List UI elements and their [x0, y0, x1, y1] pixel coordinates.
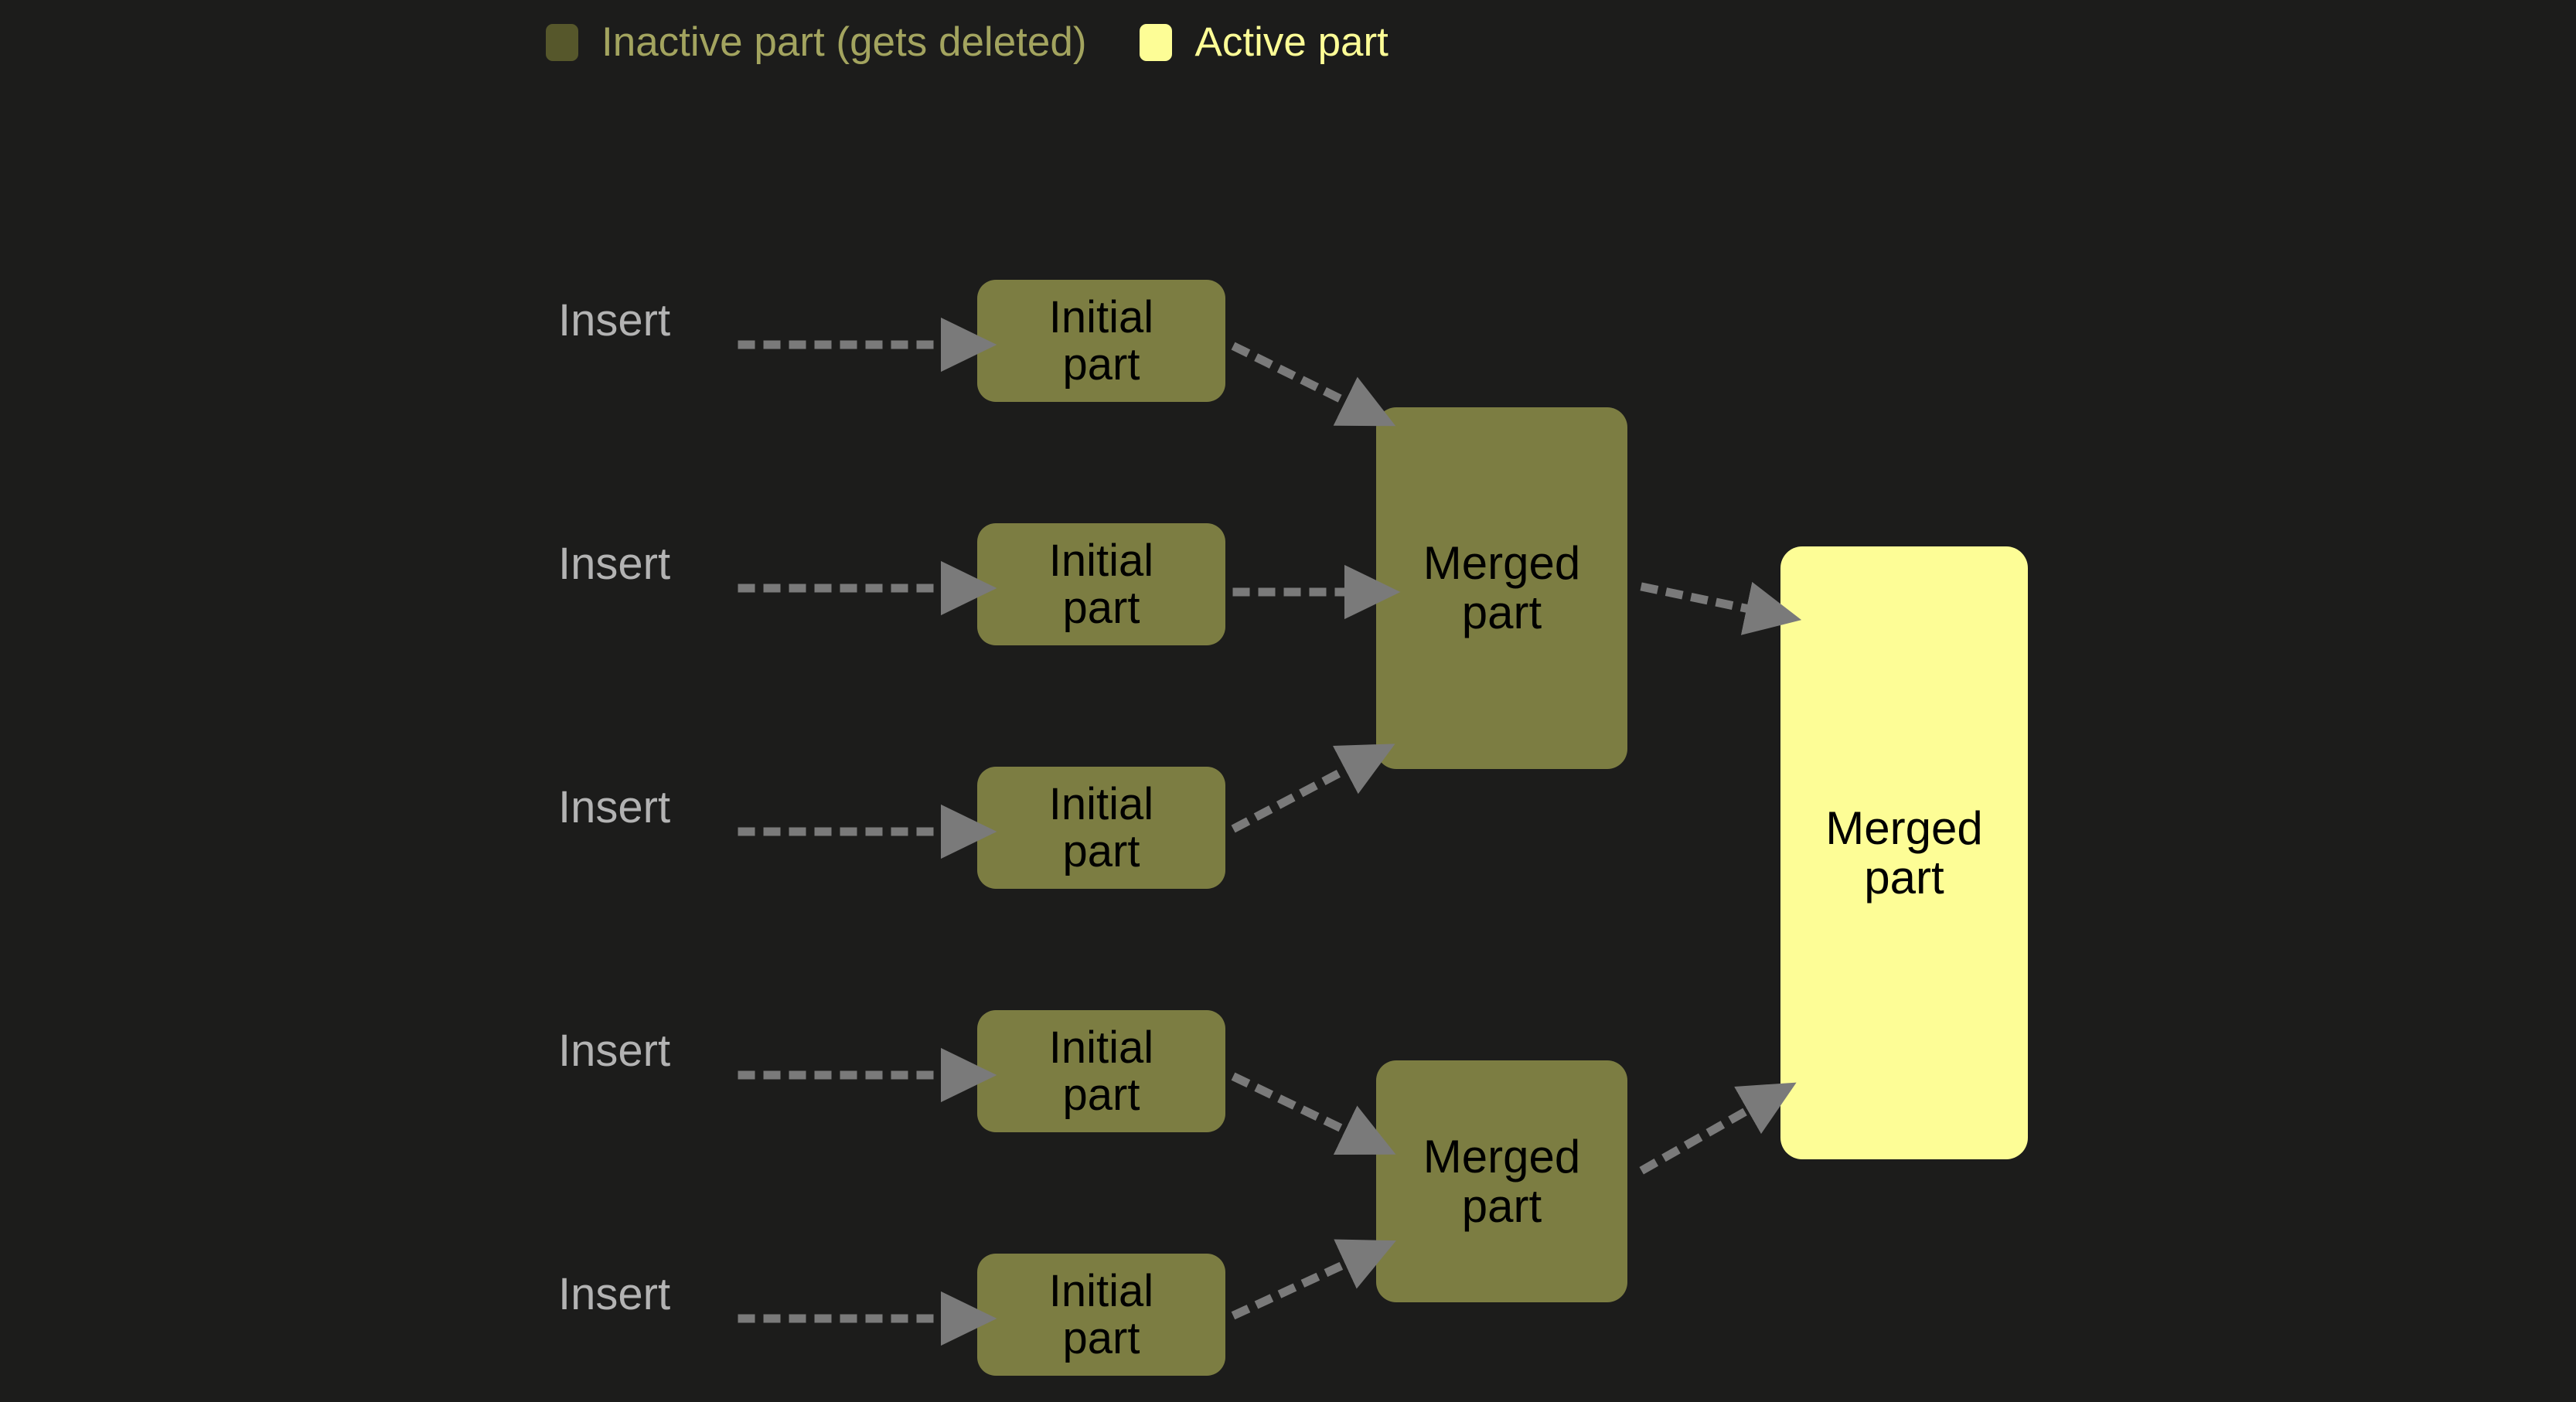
insert-label-5: Insert — [558, 1269, 671, 1319]
arrow-initial4-to-merged-bottom — [1231, 1072, 1396, 1155]
legend: Inactive part (gets deleted) Active part — [546, 22, 1389, 63]
merged-part-box-active: Merged part — [1780, 546, 2028, 1159]
insert-label-2: Insert — [558, 539, 671, 589]
merged-part-box-bottom: Merged part — [1376, 1060, 1627, 1302]
insert-label-4: Insert — [558, 1026, 671, 1076]
arrow-initial1-to-merged-top — [1231, 342, 1396, 427]
legend-swatch-inactive-icon — [546, 23, 578, 61]
arrow-merged-top-to-active — [1640, 581, 1802, 635]
legend-swatch-active-icon — [1139, 23, 1172, 61]
legend-label-active: Active part — [1194, 19, 1389, 65]
initial-part-box-2: Initial part — [977, 523, 1225, 645]
insert-label-1: Insert — [558, 295, 671, 345]
arrow-merged-bottom-to-active — [1639, 1082, 1797, 1175]
initial-part-box-4: Initial part — [977, 1010, 1225, 1132]
legend-label-inactive: Inactive part (gets deleted) — [601, 19, 1087, 65]
arrow-initial3-to-merged-top — [1231, 744, 1395, 833]
initial-part-box-5: Initial part — [977, 1254, 1225, 1376]
legend-entry-active: Active part — [1139, 19, 1389, 65]
merged-part-box-top: Merged part — [1376, 407, 1627, 769]
insert-label-3: Insert — [558, 782, 671, 832]
initial-part-box-3: Initial part — [977, 767, 1225, 889]
arrow-initial5-to-merged-bottom — [1231, 1239, 1396, 1320]
legend-entry-inactive: Inactive part (gets deleted) — [546, 22, 1087, 63]
initial-part-box-1: Initial part — [977, 280, 1225, 402]
